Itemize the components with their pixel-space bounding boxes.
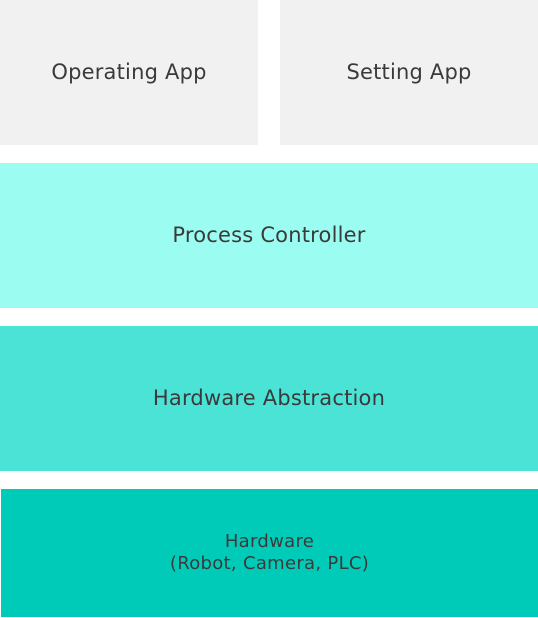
hardware-layer: Hardware (Robot, Camera, PLC) xyxy=(1,489,538,617)
operating-app-label: Operating App xyxy=(51,59,207,84)
hardware-label: Hardware xyxy=(224,530,315,552)
setting-app-layer: Setting App xyxy=(280,0,538,145)
operating-app-layer: Operating App xyxy=(0,0,258,145)
hardware-sublabel: (Robot, Camera, PLC) xyxy=(169,553,370,574)
hardware-abstraction-label: Hardware Abstraction xyxy=(152,385,386,410)
setting-app-label: Setting App xyxy=(346,59,472,84)
hardware-abstraction-layer: Hardware Abstraction xyxy=(0,326,538,471)
process-controller-label: Process Controller xyxy=(172,222,366,247)
process-controller-layer: Process Controller xyxy=(0,163,538,308)
